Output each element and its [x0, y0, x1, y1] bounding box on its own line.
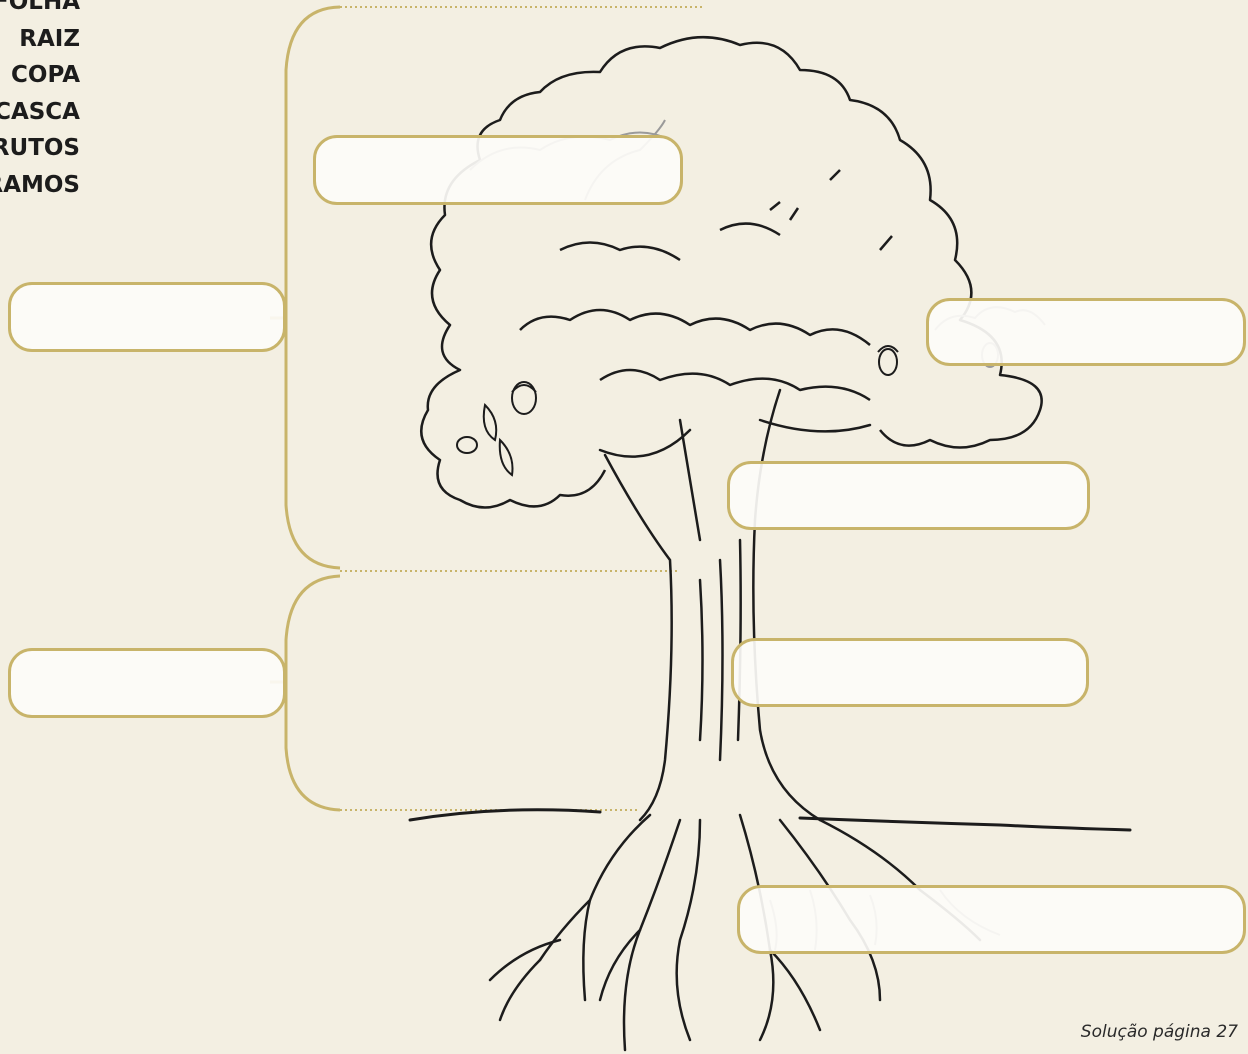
answer-box-tronco[interactable] — [8, 282, 286, 352]
tree-crown — [421, 37, 1041, 507]
dotted-guide-lines — [340, 7, 705, 810]
acorns-right — [878, 346, 898, 375]
answer-box-raiz[interactable] — [737, 885, 1246, 954]
answer-box-casca[interactable] — [731, 638, 1089, 707]
answer-box-frutos[interactable] — [727, 461, 1090, 530]
tree-trunk — [600, 390, 870, 820]
acorns-left — [457, 382, 536, 475]
answer-box-copa[interactable] — [313, 135, 683, 205]
answer-box-folha[interactable] — [926, 298, 1246, 366]
solution-page-note: Solução página 27 — [1081, 1022, 1238, 1042]
answer-box-ramos[interactable] — [8, 648, 286, 718]
ground-line — [410, 810, 1130, 830]
